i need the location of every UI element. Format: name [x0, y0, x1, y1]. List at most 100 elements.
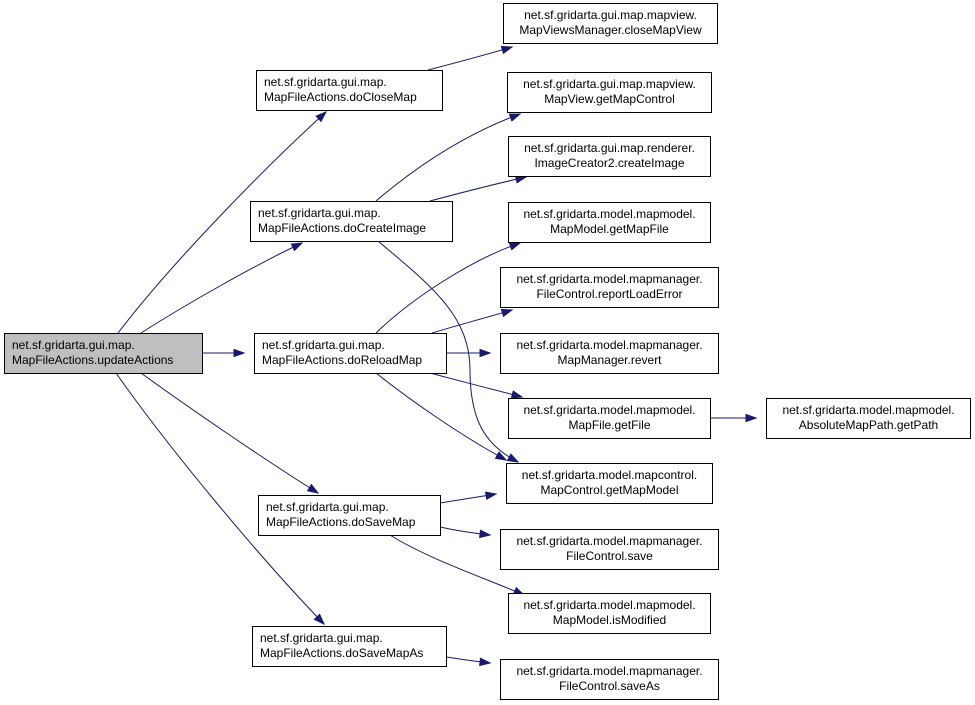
edge-line [140, 242, 303, 334]
node-package-label: net.sf.gridarta.model.mapmanager. [516, 338, 702, 352]
node-method-label: MapFileActions.doCloseMap [264, 90, 417, 104]
node-package-label: net.sf.gridarta.gui.map. [12, 338, 135, 352]
node-reportLoadError[interactable]: net.sf.gridarta.model.mapmanager.FileCon… [500, 267, 719, 308]
node-isModified[interactable]: net.sf.gridarta.model.mapmodel.MapModel.… [508, 593, 711, 634]
edge-arrowhead [315, 111, 328, 123]
edge-arrowhead [494, 451, 508, 461]
edge-line [140, 372, 319, 494]
node-package-label: net.sf.gridarta.model.mapmanager. [516, 664, 702, 678]
node-box[interactable] [258, 495, 441, 536]
node-box[interactable] [250, 201, 453, 242]
node-doSaveMapAs[interactable]: net.sf.gridarta.gui.map.MapFileActions.d… [252, 626, 447, 667]
node-package-label: net.sf.gridarta.gui.map.mapview. [523, 77, 696, 91]
node-doCreateImage[interactable]: net.sf.gridarta.gui.map.MapFileActions.d… [250, 201, 453, 242]
edge-doReloadMap-to-getMapFile [375, 242, 522, 334]
node-package-label: net.sf.gridarta.model.mapcontrol. [522, 468, 697, 482]
node-method-label: FileControl.save [566, 549, 653, 563]
edge-line [427, 46, 513, 71]
edge-arrowhead [484, 491, 498, 500]
node-doSaveMap[interactable]: net.sf.gridarta.gui.map.MapFileActions.d… [258, 495, 441, 536]
edge-doCloseMap-to-closeMapView [427, 45, 514, 71]
node-box[interactable] [507, 72, 712, 113]
node-package-label: net.sf.gridarta.gui.map.mapview. [524, 8, 697, 22]
edge-doReloadMap-to-revert [446, 348, 492, 358]
node-package-label: net.sf.gridarta.gui.map. [258, 206, 381, 220]
edge-updateActions-to-doSaveMapAs [115, 372, 326, 626]
node-package-label: net.sf.gridarta.gui.map.renderer. [524, 141, 695, 155]
node-getMapModel[interactable]: net.sf.gridarta.model.mapcontrol.MapCont… [506, 463, 713, 504]
node-box[interactable] [256, 70, 443, 111]
node-box[interactable] [4, 333, 203, 374]
edge-updateActions-to-doCloseMap [117, 111, 328, 334]
node-box[interactable] [500, 333, 719, 374]
node-method-label: ImageCreator2.createImage [534, 156, 684, 170]
edge-arrowhead [506, 453, 520, 463]
node-box[interactable] [766, 398, 971, 439]
edge-arrowhead [313, 613, 326, 626]
node-getMapControl[interactable]: net.sf.gridarta.gui.map.mapview.MapView.… [507, 72, 712, 113]
node-method-label: FileControl.saveAs [559, 679, 660, 693]
edges-layer [115, 45, 758, 667]
node-package-label: net.sf.gridarta.model.mapmodel. [523, 598, 695, 612]
node-package-label: net.sf.gridarta.model.mapmanager. [516, 534, 702, 548]
node-box[interactable] [508, 202, 711, 243]
node-box[interactable] [508, 593, 711, 634]
node-method-label: MapView.getMapControl [544, 92, 675, 106]
node-package-label: net.sf.gridarta.gui.map. [264, 75, 387, 89]
edge-doCreateImage-to-createImage [429, 175, 528, 202]
edge-line [389, 534, 525, 596]
edge-arrowhead [510, 390, 524, 399]
node-method-label: FileControl.reportLoadError [536, 287, 682, 301]
node-box[interactable] [508, 398, 711, 439]
edge-arrowhead [306, 483, 320, 494]
node-method-label: MapFileActions.doSaveMapAs [260, 646, 423, 660]
node-method-label: MapModel.getMapFile [550, 222, 669, 236]
node-createImage[interactable]: net.sf.gridarta.gui.map.renderer.ImageCr… [508, 136, 711, 177]
node-method-label: MapFileActions.doSaveMap [266, 515, 416, 529]
node-method-label: MapFileActions.updateActions [12, 353, 173, 367]
node-box[interactable] [500, 659, 719, 700]
node-revert[interactable]: net.sf.gridarta.model.mapmanager.MapMana… [500, 333, 719, 374]
edge-arrowhead [500, 308, 514, 318]
node-method-label: MapModel.isModified [553, 613, 666, 627]
node-getMapFile[interactable]: net.sf.gridarta.model.mapmodel.MapModel.… [508, 202, 711, 243]
node-getPath[interactable]: net.sf.gridarta.model.mapmodel.AbsoluteM… [766, 398, 971, 439]
node-saveAs[interactable]: net.sf.gridarta.model.mapmanager.FileCon… [500, 659, 719, 700]
edge-getFile-to-getPath [710, 413, 758, 423]
node-doReloadMap[interactable]: net.sf.gridarta.gui.map.MapFileActions.d… [254, 333, 447, 374]
edge-doReloadMap-to-getFile [429, 372, 524, 399]
node-box[interactable] [252, 626, 447, 667]
edge-doSaveMap-to-getMapModel [439, 491, 498, 504]
node-getFile[interactable]: net.sf.gridarta.model.mapmodel.MapFile.g… [508, 398, 711, 439]
edge-doCreateImage-to-getMapControl [375, 113, 522, 202]
node-method-label: MapFileActions.doReloadMap [262, 353, 422, 367]
node-box[interactable] [254, 333, 447, 374]
edge-line [375, 242, 521, 334]
edge-updateActions-to-doSaveMap [140, 372, 320, 494]
node-method-label: MapFileActions.doCreateImage [258, 221, 426, 235]
node-method-label: MapFile.getFile [568, 418, 650, 432]
node-updateActions[interactable]: net.sf.gridarta.gui.map.MapFileActions.u… [4, 333, 203, 374]
node-closeMapView[interactable]: net.sf.gridarta.gui.map.mapview.MapViews… [503, 3, 718, 44]
edge-arrowhead [479, 529, 492, 539]
node-package-label: net.sf.gridarta.model.mapmodel. [523, 403, 695, 417]
edge-line [375, 113, 521, 202]
node-save[interactable]: net.sf.gridarta.model.mapmanager.FileCon… [500, 529, 719, 570]
edge-line [117, 111, 327, 334]
node-package-label: net.sf.gridarta.model.mapmodel. [782, 403, 954, 417]
node-box[interactable] [503, 3, 718, 44]
node-box[interactable] [508, 136, 711, 177]
edge-arrowhead [233, 348, 246, 358]
node-box[interactable] [506, 463, 713, 504]
node-package-label: net.sf.gridarta.model.mapmodel. [523, 207, 695, 221]
node-method-label: AbsoluteMapPath.getPath [799, 418, 938, 432]
edge-line [429, 176, 527, 202]
node-doCloseMap[interactable]: net.sf.gridarta.gui.map.MapFileActions.d… [256, 70, 443, 111]
node-package-label: net.sf.gridarta.gui.map. [260, 631, 383, 645]
edge-updateActions-to-doReloadMap [202, 348, 246, 358]
node-box[interactable] [500, 529, 719, 570]
node-method-label: MapControl.getMapModel [540, 483, 678, 497]
edge-doReloadMap-to-reportLoadError [431, 308, 514, 334]
node-box[interactable] [500, 267, 719, 308]
